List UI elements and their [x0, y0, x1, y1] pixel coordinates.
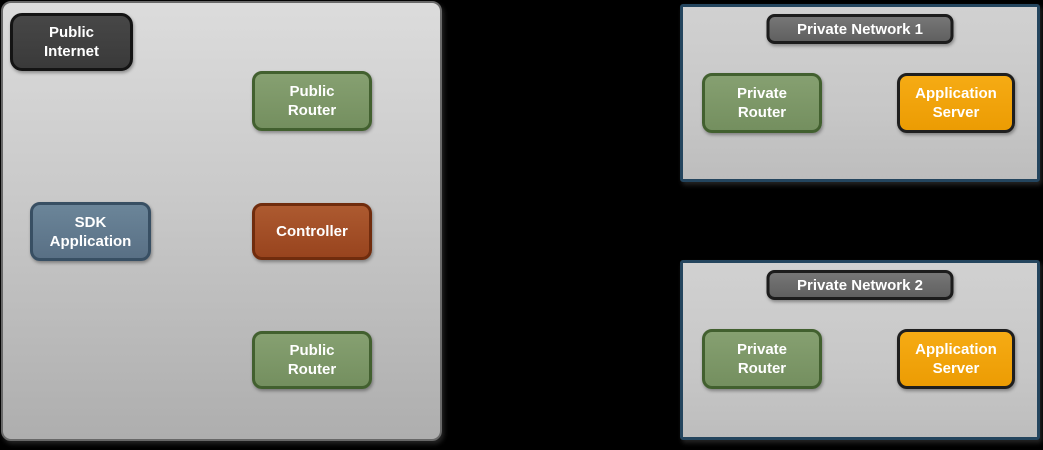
node-private-router-2: Private Router — [702, 329, 822, 389]
node-public-internet: Public Internet — [10, 13, 133, 71]
private-network-1-title: Private Network 1 — [766, 14, 954, 44]
node-private-router-1: Private Router — [702, 73, 822, 133]
node-public-router-bottom: Public Router — [252, 331, 372, 389]
node-application-server-2: Application Server — [897, 329, 1015, 389]
private-network-2-title: Private Network 2 — [766, 270, 954, 300]
node-application-server-1: Application Server — [897, 73, 1015, 133]
node-public-router-top: Public Router — [252, 71, 372, 131]
private-network-1-container: Private Network 1 Private Router Applica… — [680, 4, 1040, 182]
node-controller: Controller — [252, 203, 372, 260]
private-network-2-container: Private Network 2 Private Router Applica… — [680, 260, 1040, 440]
public-cloud-container: Public Internet Public Router SDK Applic… — [1, 1, 442, 441]
node-sdk-application: SDK Application — [30, 202, 151, 261]
